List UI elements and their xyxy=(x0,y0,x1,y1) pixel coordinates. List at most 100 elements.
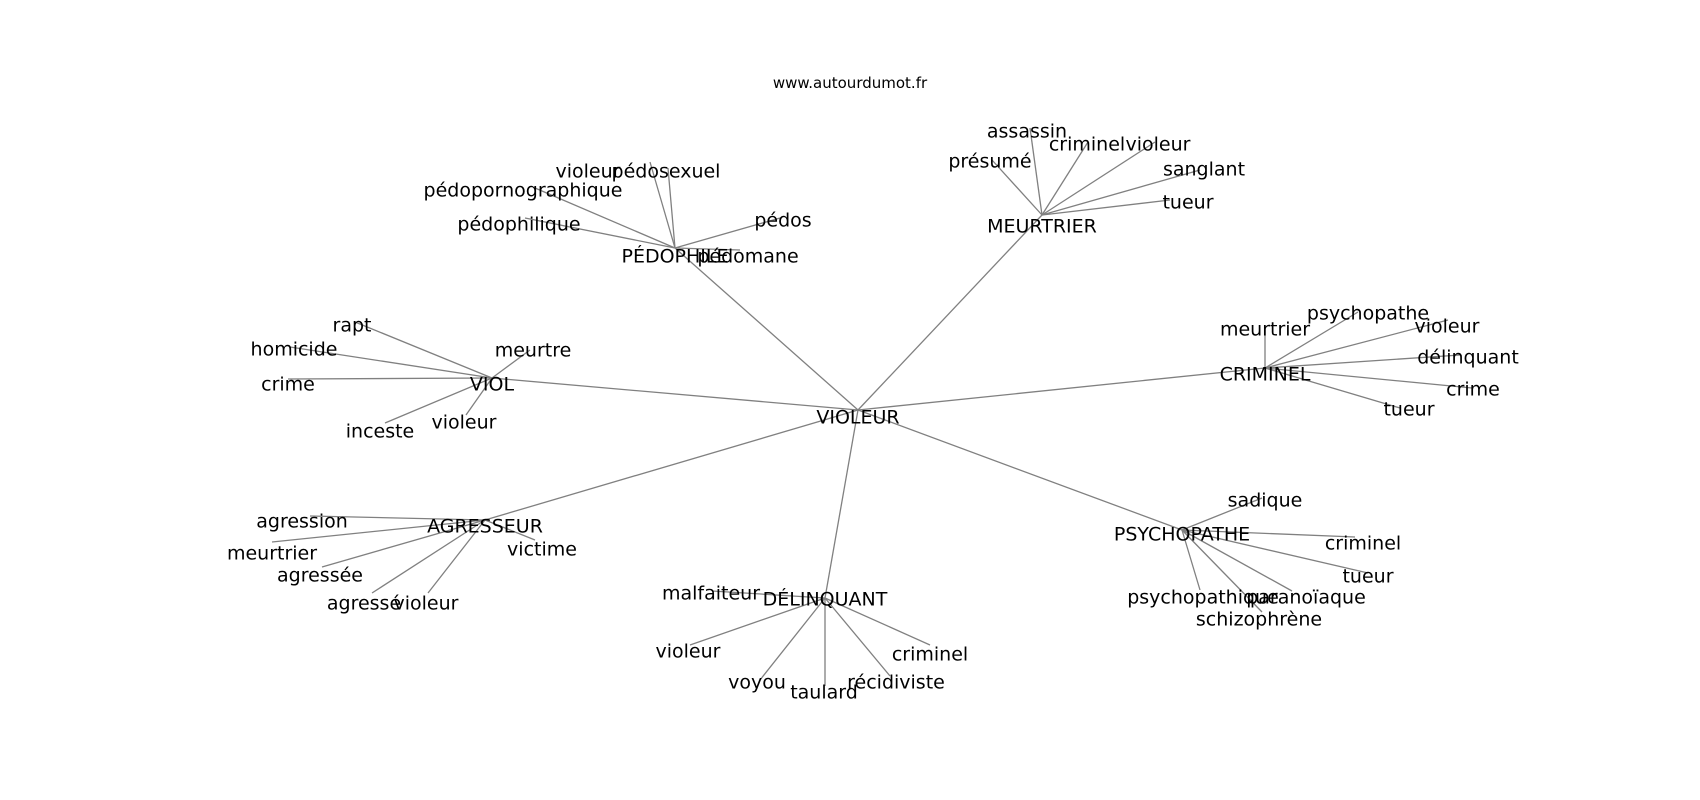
edge-hub-to-word xyxy=(524,217,676,249)
word-node[interactable]: meurtrier xyxy=(1220,319,1310,341)
edge-hub-to-word xyxy=(824,597,931,646)
word-node[interactable]: tueur xyxy=(1162,192,1213,214)
word-node[interactable]: taulard xyxy=(790,682,858,704)
word-node[interactable]: violeur xyxy=(394,593,459,615)
word-node[interactable]: inceste xyxy=(346,421,415,443)
edge-center-to-hub xyxy=(857,214,1043,411)
word-node[interactable]: violeur xyxy=(1415,316,1480,338)
word-node[interactable]: pédosexuel xyxy=(612,161,721,183)
hub-node[interactable]: PSYCHOPATHE xyxy=(1114,524,1250,546)
edge-hub-to-word xyxy=(1041,169,1201,216)
word-node[interactable]: violeur xyxy=(556,161,621,183)
edge-hub-to-word xyxy=(1181,529,1369,574)
edge-center-to-hub xyxy=(674,247,859,411)
word-node[interactable]: délinquant xyxy=(1417,347,1519,369)
word-node[interactable]: présumé xyxy=(948,151,1031,173)
hub-node[interactable]: DÉLINQUANT xyxy=(763,588,888,611)
edge-hub-to-word xyxy=(271,519,486,543)
edge-hub-to-word xyxy=(1181,497,1263,531)
edge-hub-to-word xyxy=(1264,367,1473,389)
edge-center-to-hub xyxy=(484,409,859,521)
center-node[interactable]: VIOLEUR xyxy=(816,407,899,429)
word-node[interactable]: pédophilique xyxy=(457,214,580,236)
edge-center-to-hub xyxy=(857,409,1183,531)
word-node[interactable]: crime xyxy=(1446,379,1500,401)
edge-hub-to-word xyxy=(1181,529,1293,592)
edge-hub-to-word xyxy=(991,159,1043,216)
edge-hub-to-word xyxy=(1041,199,1171,216)
hub-node[interactable]: PÉDOPHILE xyxy=(622,245,729,268)
word-node[interactable]: sanglant xyxy=(1163,159,1245,181)
hub-node[interactable]: VIOL xyxy=(470,374,515,396)
word-node[interactable]: agression xyxy=(256,511,348,533)
word-node[interactable]: crime xyxy=(261,374,315,396)
site-watermark: www.autourdumot.fr xyxy=(773,74,928,92)
word-node[interactable]: assassin xyxy=(987,121,1067,143)
edge-hub-to-word xyxy=(1181,529,1356,538)
word-node[interactable]: récidiviste xyxy=(847,672,945,694)
edge-hub-to-word xyxy=(491,349,531,379)
word-node[interactable]: pédopornographique xyxy=(424,180,623,202)
word-node[interactable]: malfaiteur xyxy=(662,583,760,605)
word-node[interactable]: violeur xyxy=(1126,134,1191,156)
word-node[interactable]: violeur xyxy=(432,412,497,434)
edge-hub-to-word xyxy=(1029,127,1043,216)
edge-hub-to-word xyxy=(1041,141,1156,216)
edge-center-to-hub xyxy=(857,367,1266,411)
edge-hub-to-word xyxy=(674,217,781,249)
edge-hub-to-word xyxy=(759,597,826,681)
edge-hub-to-word xyxy=(649,161,676,249)
word-node[interactable]: schizophrène xyxy=(1196,609,1322,631)
edge-hub-to-word xyxy=(384,377,493,424)
word-node[interactable]: meurtrier xyxy=(227,543,317,565)
edge-hub-to-word xyxy=(711,590,826,599)
edge-hub-to-word xyxy=(289,346,493,379)
edge-hub-to-word xyxy=(321,519,486,568)
edge-hub-to-word xyxy=(674,247,741,251)
word-node[interactable]: violeur xyxy=(656,641,721,663)
edge-hub-to-word xyxy=(1181,529,1201,591)
edge-hub-to-word xyxy=(371,519,486,594)
edge-hub-to-word xyxy=(354,321,493,379)
edge-hub-to-word xyxy=(1264,311,1359,369)
word-node[interactable]: paranoïaque xyxy=(1246,587,1366,609)
edge-hub-to-word xyxy=(1041,141,1089,216)
word-node[interactable]: tueur xyxy=(1383,399,1434,421)
word-node[interactable]: meurtre xyxy=(495,340,572,362)
word-node[interactable]: sadique xyxy=(1228,490,1303,512)
hub-node[interactable]: MEURTRIER xyxy=(987,216,1097,238)
hub-node[interactable]: AGRESSEUR xyxy=(427,516,543,538)
edge-hub-to-word xyxy=(287,377,493,380)
edge-hub-to-word xyxy=(1264,319,1449,369)
edge-hub-to-word xyxy=(534,187,676,249)
edge-hub-to-word xyxy=(484,519,536,541)
edge-hub-to-word xyxy=(427,519,486,594)
word-node[interactable]: criminel xyxy=(1049,134,1125,156)
edge-hub-to-word xyxy=(1181,529,1263,613)
word-node[interactable]: psychopathe xyxy=(1307,303,1429,325)
hub-node[interactable]: CRIMINEL xyxy=(1220,364,1311,386)
edge-hub-to-word xyxy=(1264,354,1461,369)
edge-hub-to-word xyxy=(309,515,486,521)
edge-center-to-hub xyxy=(824,409,859,599)
word-node[interactable]: criminel xyxy=(892,644,968,666)
word-node[interactable]: agressée xyxy=(277,565,363,587)
word-node[interactable]: agressé xyxy=(327,593,401,615)
graph-edges xyxy=(271,127,1473,686)
word-node[interactable]: pédos xyxy=(754,210,811,232)
word-node[interactable]: homicide xyxy=(251,339,338,361)
edge-hub-to-word xyxy=(824,597,891,677)
word-node[interactable]: psychopathique xyxy=(1127,587,1279,609)
word-node[interactable]: pédomane xyxy=(697,246,798,268)
word-node[interactable]: criminel xyxy=(1325,533,1401,555)
edge-hub-to-word xyxy=(1264,367,1401,409)
edge-center-to-hub xyxy=(491,377,859,411)
graph-labels: violeurpédosexuelpédopornographiquepédop… xyxy=(227,121,1519,704)
word-node[interactable]: victime xyxy=(507,539,577,561)
word-node[interactable]: rapt xyxy=(333,315,372,337)
edge-hub-to-word xyxy=(667,167,676,249)
word-node[interactable]: tueur xyxy=(1342,566,1393,588)
word-node[interactable]: voyou xyxy=(728,672,786,694)
edge-hub-to-word xyxy=(689,597,826,646)
